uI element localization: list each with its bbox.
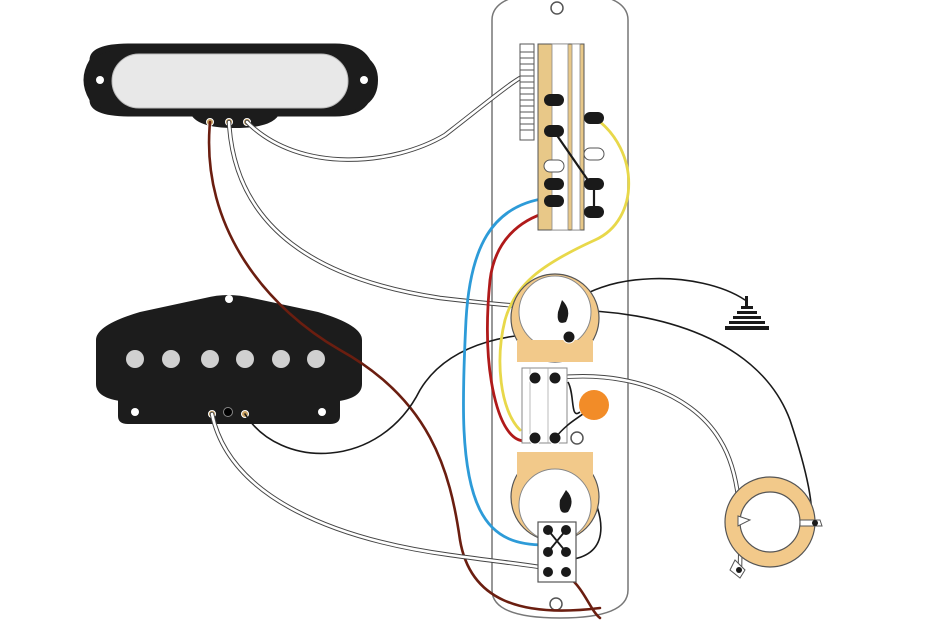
jack-sleeve-lug [736, 567, 742, 573]
bridge-pickup-lug-2 [223, 407, 233, 417]
pole-piece-6 [307, 350, 325, 368]
volume-pot [510, 273, 600, 363]
bridge-pickup-screw-left [131, 408, 139, 416]
pole-piece-5 [272, 350, 290, 368]
bridge-pickup-screw-right [318, 408, 326, 416]
ground-symbol [725, 296, 769, 330]
pole-piece-3 [201, 350, 219, 368]
plate-screw-top [550, 1, 564, 15]
push-pull-lug-2 [548, 371, 562, 385]
jack-tip-lug [812, 520, 818, 526]
plate-screw-bottom [549, 597, 563, 611]
push-pull-lug-5 [570, 431, 584, 445]
pole-piece-4 [236, 350, 254, 368]
wire-yellow [498, 116, 631, 432]
neck-pickup [83, 43, 378, 128]
volume-pot-lug-center [562, 330, 576, 344]
wire-neck-brown [207, 120, 602, 612]
tone-capacitor [554, 381, 609, 439]
selector-switch [519, 43, 605, 231]
wire-red [486, 210, 550, 443]
neck-pickup-screw-left [96, 76, 104, 84]
output-jack [724, 476, 823, 579]
push-pull-lug-1 [528, 371, 542, 385]
dpdt-lug-6 [561, 567, 571, 577]
pole-piece-1 [126, 350, 144, 368]
push-pull-switch [521, 367, 584, 445]
dpdt-lug-5 [543, 567, 553, 577]
wire-volume-to-jack [564, 309, 813, 521]
neck-pickup-cover [111, 53, 349, 109]
bridge-pickup-top-screw [225, 295, 233, 303]
pole-piece-2 [162, 350, 180, 368]
push-pull-lug-3 [528, 431, 542, 445]
lower-dpdt-switch [537, 521, 577, 583]
wire-blue [461, 196, 550, 547]
neck-pickup-screw-right [360, 76, 368, 84]
bridge-pickup [96, 295, 362, 424]
